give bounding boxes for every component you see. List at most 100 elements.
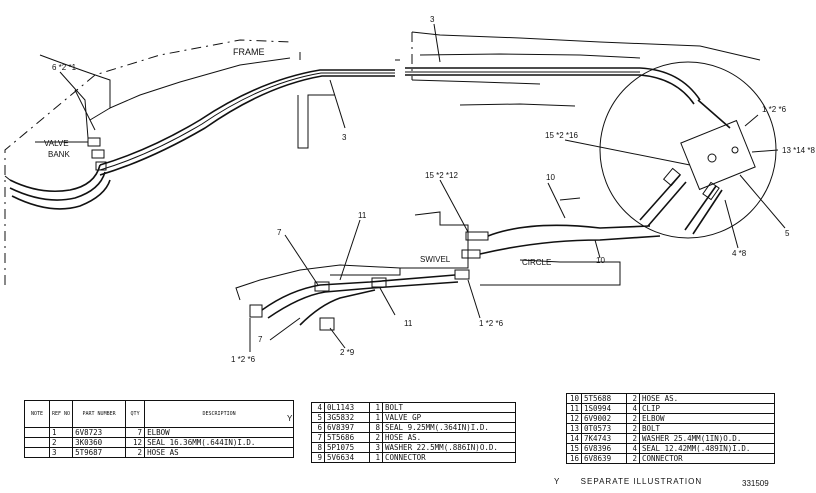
table-row: 7 5T5686 2 HOSE AS. <box>311 432 516 443</box>
frame-outline-right <box>411 31 761 107</box>
header-ref-no: REF NO <box>48 400 74 428</box>
table-row: 1 6V8723 7 ELBOW <box>24 427 295 438</box>
table-row: 2 3K0360 12 SEAL 16.36MM(.644IN)I.D. <box>24 437 295 448</box>
valve-bank-label-line1: VALVE <box>44 139 69 148</box>
cell-part: 5T9687 <box>72 447 127 458</box>
cell-ref: 12 <box>566 413 582 424</box>
cell-note <box>24 437 50 448</box>
cell-qty: 2 <box>125 447 146 458</box>
cell-ref: 3 <box>48 447 74 458</box>
cell-part: 5P1075 <box>324 442 370 453</box>
table-row: 8 5P1075 3 WASHER 22.5MM(.886IN)O.D. <box>311 442 516 453</box>
cell-part: 5V6634 <box>324 452 370 463</box>
callout-3-top: 3 <box>430 15 435 24</box>
cell-part: 1S0994 <box>581 403 627 414</box>
callout-2-9: 2 *9 <box>340 348 355 357</box>
callout-15-2-12: 15 *2 *12 <box>425 171 458 180</box>
cell-desc: HOSE AS. <box>639 393 775 404</box>
cell-ref: 1 <box>48 427 74 438</box>
callout-15-2-16: 15 *2 *16 <box>545 131 578 140</box>
cell-ref: 10 <box>566 393 582 404</box>
cell-part: 6V8396 <box>581 443 627 454</box>
cell-qty: 2 <box>626 433 640 444</box>
callout-7-b: 7 <box>258 335 263 344</box>
table-row: 11 1S0994 4 CLIP <box>566 403 775 414</box>
cell-part: 3K0360 <box>72 437 127 448</box>
cell-ref: 14 <box>566 433 582 444</box>
callout-3-mid: 3 <box>342 133 347 142</box>
cell-part: 5T5686 <box>324 432 370 443</box>
callout-13-14-8: 13 *14 *8 <box>782 146 815 155</box>
leader-lines <box>35 23 786 352</box>
separate-illustration-note: Y SEPARATE ILLUSTRATION <box>554 477 702 486</box>
callout-1-2-6-right: 1 *2 *6 <box>762 105 787 114</box>
y-marker: Y <box>554 477 561 486</box>
header-description: DESCRIPTION <box>144 400 295 428</box>
cell-part: 6V8639 <box>581 453 627 464</box>
cell-part: 6V8397 <box>324 422 370 433</box>
cell-ref: 9 <box>311 452 325 463</box>
cell-qty: 1 <box>369 402 383 413</box>
table-row: 5 3G5832 1 VALVE GP <box>311 412 516 423</box>
cell-desc: CONNECTOR <box>639 453 775 464</box>
cell-qty: 2 <box>626 413 640 424</box>
circle-label: CIRCLE <box>522 258 551 267</box>
swivel-label: SWIVEL <box>420 255 451 264</box>
hose-assembly-3 <box>4 67 701 210</box>
cell-desc: WASHER 22.5MM(.886IN)O.D. <box>382 442 516 453</box>
cell-desc: SEAL 12.42MM(.489IN)I.D. <box>639 443 775 454</box>
cell-ref: 13 <box>566 423 582 434</box>
cell-desc: SEAL 9.25MM(.364IN)I.D. <box>382 422 516 433</box>
cell-desc: VALVE GP <box>382 412 516 423</box>
cell-qty: 2 <box>626 423 640 434</box>
table-row: 4 0L1143 1 BOLT <box>311 402 516 413</box>
table-row: 15 6V8396 4 SEAL 12.42MM(.489IN)I.D. <box>566 443 775 454</box>
cell-part: 5T5688 <box>581 393 627 404</box>
callout-11-b: 11 <box>404 319 413 328</box>
cell-qty: 8 <box>369 422 383 433</box>
cell-part: 6V9002 <box>581 413 627 424</box>
cell-desc: ELBOW <box>144 427 295 438</box>
callout-1-2-6-left: 1 *2 *6 <box>231 355 256 364</box>
table-row: 9 5V6634 1 CONNECTOR <box>311 452 516 463</box>
cell-part: 6V8723 <box>72 427 127 438</box>
cell-qty: 2 <box>626 393 640 404</box>
callout-4-8: 4 *8 <box>732 249 747 258</box>
table-row: 6 6V8397 8 SEAL 9.25MM(.364IN)I.D. <box>311 422 516 433</box>
cell-desc: BOLT <box>382 402 516 413</box>
swivel-assembly <box>330 197 661 286</box>
detail-circle <box>599 61 777 239</box>
callout-11-a: 11 <box>358 211 367 220</box>
cell-ref: 2 <box>48 437 74 448</box>
cell-desc: HOSE AS. <box>382 432 516 443</box>
header-qty: QTY <box>125 400 146 428</box>
separate-illustration-label: SEPARATE ILLUSTRATION <box>580 477 703 486</box>
cell-qty: 3 <box>369 442 383 453</box>
parts-table-3: 10 5T5688 2 HOSE AS. 11 1S0994 4 CLIP 12… <box>566 393 775 464</box>
callout-10-a: 10 <box>546 173 555 182</box>
cell-desc: SEAL 16.36MM(.644IN)I.D. <box>144 437 295 448</box>
cell-part: 0T0573 <box>581 423 627 434</box>
parts-table-1: NOTE REF NO PART NUMBER QTY DESCRIPTION … <box>24 400 295 458</box>
cell-desc: ELBOW <box>639 413 775 424</box>
cell-qty: 1 <box>369 452 383 463</box>
cell-qty: 1 <box>369 412 383 423</box>
callout-5: 5 <box>785 229 790 238</box>
table-row: 13 0T0573 2 BOLT <box>566 423 775 434</box>
document-number: 331509 <box>742 479 769 488</box>
valve-bank-label-line2: BANK <box>48 150 70 159</box>
cell-part: 0L1143 <box>324 402 370 413</box>
table-row: 3 5T9687 2 HOSE AS <box>24 447 295 458</box>
table-row: 12 6V9002 2 ELBOW <box>566 413 775 424</box>
cell-desc: CLIP <box>639 403 775 414</box>
cell-ref: 7 <box>311 432 325 443</box>
cell-part: 7K4743 <box>581 433 627 444</box>
cell-qty: 4 <box>626 403 640 414</box>
parts-table-2: 4 0L1143 1 BOLT 5 3G5832 1 VALVE GP 6 6V… <box>311 402 516 463</box>
cell-desc: BOLT <box>639 423 775 434</box>
cell-note <box>24 427 50 438</box>
callout-10-b: 10 <box>596 256 605 265</box>
cell-desc: CONNECTOR <box>382 452 516 463</box>
valve-bank-fittings <box>74 89 107 171</box>
cell-ref: 6 <box>311 422 325 433</box>
